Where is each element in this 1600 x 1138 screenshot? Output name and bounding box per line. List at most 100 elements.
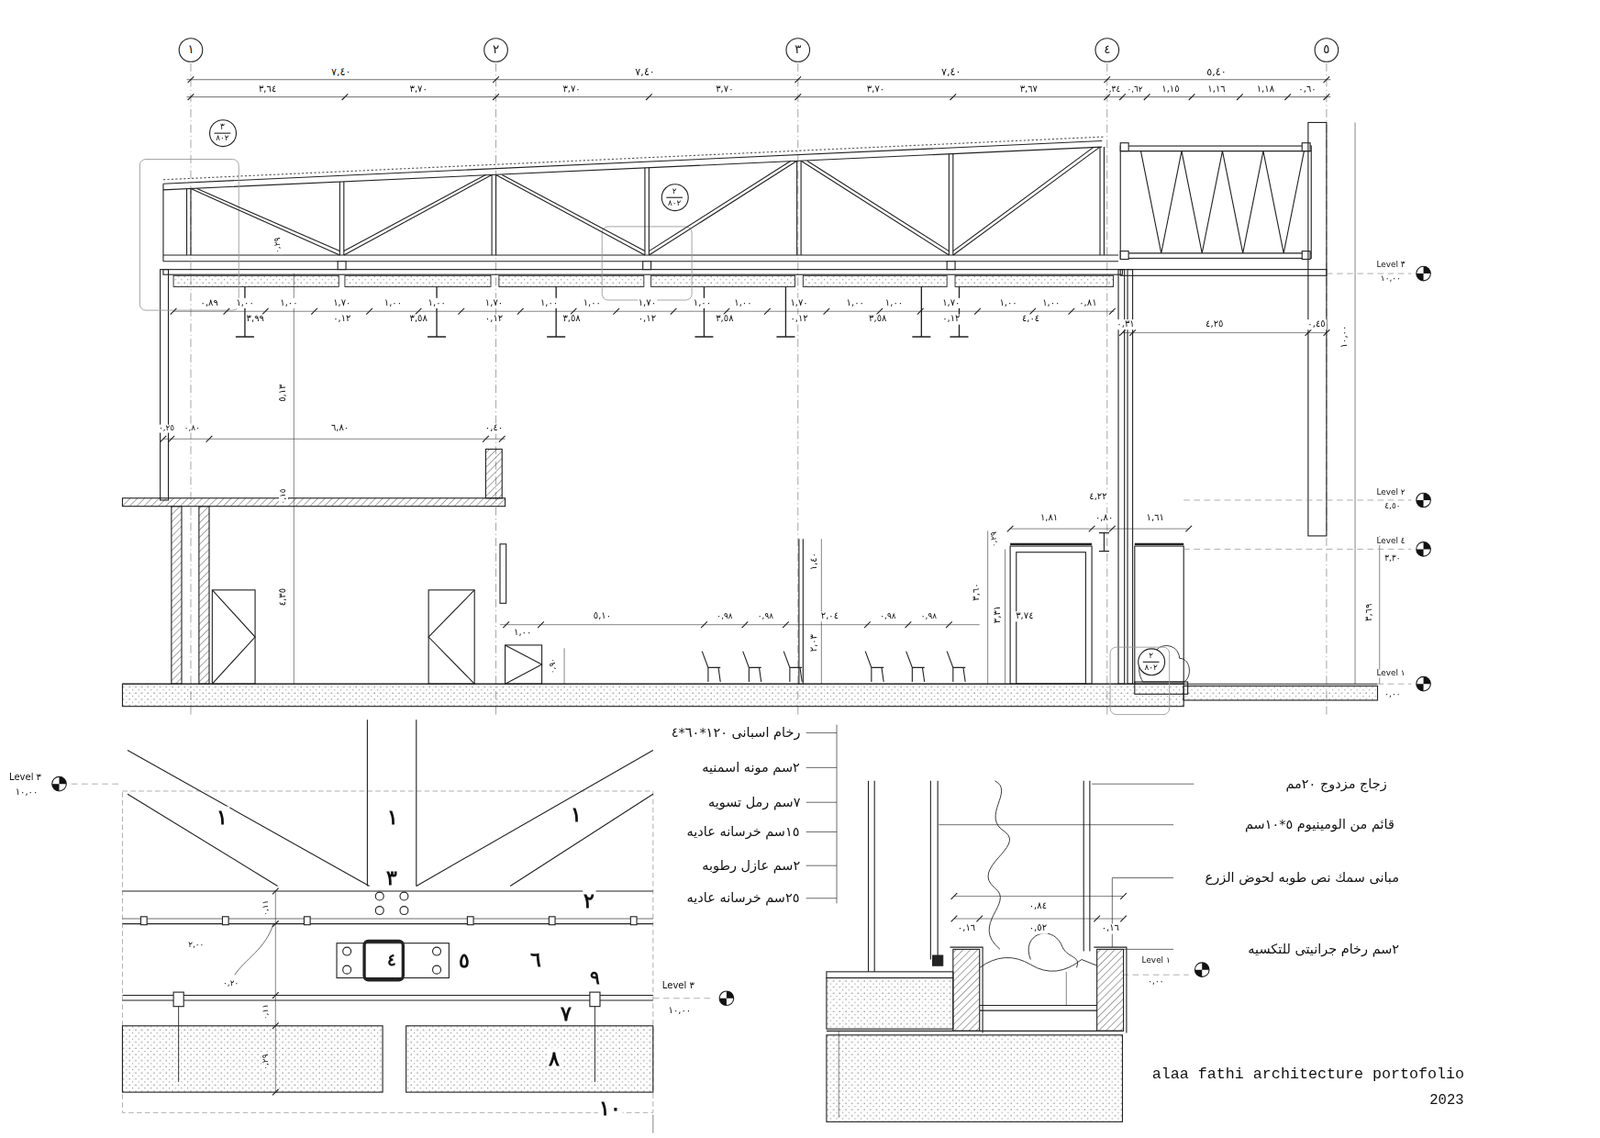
level-symbol	[1194, 962, 1210, 978]
drawing-line	[482, 435, 489, 443]
drawing-line	[1088, 525, 1096, 533]
drawing-line	[1109, 525, 1116, 533]
drawing-line	[170, 308, 178, 315]
dimension: ٥,٤٠	[1205, 66, 1228, 78]
dimension: ١,٠٠	[733, 298, 754, 309]
drawing-line	[206, 435, 213, 443]
level-symbol	[1194, 962, 1210, 978]
drawing-line	[1099, 146, 1100, 256]
dimension: ٠,٩٨	[920, 611, 938, 622]
dimension: ١,٧٠	[788, 298, 810, 309]
drawing-line	[188, 93, 195, 100]
drawing-line	[501, 174, 645, 251]
dimension: ١,٠٠	[884, 298, 905, 309]
drawing-line	[953, 146, 1100, 256]
sheet-number: ٨٠٢	[213, 132, 232, 143]
drawing-line	[415, 308, 423, 315]
drawing-line	[648, 160, 791, 251]
dimension: ٣,٥٨	[867, 314, 889, 325]
material-note: مبانى سمك نص طوبه لحوض الزرع	[1203, 870, 1400, 886]
dimension: ٠,٢٠	[222, 978, 240, 989]
seat-symbol	[743, 651, 762, 682]
dimension: ٠,٢٩	[261, 1052, 271, 1070]
drawing-line	[343, 181, 345, 256]
dimension: ٠,١٢	[637, 314, 658, 325]
dimension: ٠,١٢	[941, 314, 962, 325]
dimension: ٠,١٦	[1100, 923, 1122, 934]
dimension: ١,٠٠	[998, 298, 1019, 309]
level-tag: Level ٢	[1375, 488, 1406, 498]
drawing-line	[1103, 76, 1111, 83]
drawing-line	[974, 308, 981, 315]
part-number: ٨	[547, 1047, 561, 1068]
drawing-line	[905, 621, 912, 628]
dimension: ١,٠٠	[383, 298, 404, 309]
dimension: ٢,٠٠	[187, 940, 205, 950]
dimension: ٠,٣١	[1115, 319, 1136, 330]
dimension: ١٠,٠٠	[1340, 324, 1351, 350]
drawing-line	[1119, 93, 1126, 100]
dimension: ٠,٢٥	[157, 423, 176, 434]
drawing-line	[517, 308, 524, 315]
dimension: ٣,٥٨	[561, 314, 582, 325]
level-symbol	[719, 990, 734, 1006]
seat-symbol	[783, 651, 802, 682]
level-symbol	[1416, 266, 1432, 281]
drawing-line	[764, 308, 771, 315]
section-callout: ٢٨٠٢	[660, 183, 689, 212]
drawing-line	[612, 308, 620, 315]
drawing-line	[876, 308, 883, 315]
dimension: ١,٧٠	[637, 298, 658, 309]
truss-node	[946, 261, 956, 270]
dimension: ١,٦١	[1144, 512, 1166, 523]
dimension: ١,٠٠	[234, 298, 256, 309]
dimension: ٠,٨١	[1077, 298, 1099, 309]
level-tag: ١٠,٠٠	[666, 1006, 692, 1017]
part-number: ٥	[457, 949, 471, 970]
drawing-line	[945, 621, 953, 628]
drawing-line	[344, 174, 492, 256]
part-number: ٤	[386, 952, 398, 969]
dimension: ٠,٦٢	[1125, 85, 1144, 95]
grid-bubble: ٢	[483, 37, 509, 63]
drawing-line	[700, 621, 708, 628]
drawing-line	[1236, 93, 1244, 100]
material-note: ٢سم عازل رطوبه	[700, 857, 801, 873]
dimension: ١,٠٠	[512, 627, 534, 638]
drawing-line	[644, 167, 645, 256]
part-number: ٣	[385, 866, 399, 888]
truss-node	[643, 261, 652, 270]
level-tag: ٤,٥٠	[1383, 501, 1401, 512]
drawing-line	[645, 93, 653, 100]
level-symbol	[1416, 492, 1432, 508]
drawing-line	[864, 621, 871, 628]
dimension: ٤,٣٥	[277, 587, 289, 608]
grid-bubble: ٤	[1094, 37, 1120, 63]
dimension: ١,٠٠	[582, 298, 603, 309]
level-tag: ١٠,٠٠	[1379, 274, 1402, 284]
dimension: ٤,٠٤	[1021, 314, 1042, 325]
drawing-line	[272, 920, 279, 927]
drawing-line	[1144, 93, 1151, 100]
level-symbol	[1416, 492, 1432, 508]
section-callout: ٣٨٠٢	[208, 119, 236, 147]
dimension: ٠,٩٠	[548, 655, 558, 674]
level-symbol	[1416, 676, 1432, 691]
dimension: ٣,٧٤	[1014, 611, 1035, 622]
part-number: ١	[215, 806, 229, 827]
drawing-line	[1068, 308, 1076, 315]
dimension: ٣,٦٩	[1363, 602, 1374, 623]
dimension: ٠,٢٩	[989, 529, 1000, 547]
drawing-line	[796, 160, 798, 256]
material-note: ٢٥سم خرسانه عاديه	[685, 890, 800, 906]
dimension: ٠,٨٩	[199, 298, 220, 309]
part-number: ١٠	[598, 1097, 623, 1118]
dimension: ٠,٨٤	[1028, 900, 1049, 912]
part-number: ٩	[588, 968, 601, 988]
part-number: ٢	[582, 889, 596, 911]
drawing-line	[272, 888, 279, 895]
drawing-line	[342, 93, 349, 100]
drawing-line	[197, 188, 341, 252]
part-number: ١	[386, 806, 400, 827]
dimension: ٢,٠٤	[820, 611, 841, 622]
